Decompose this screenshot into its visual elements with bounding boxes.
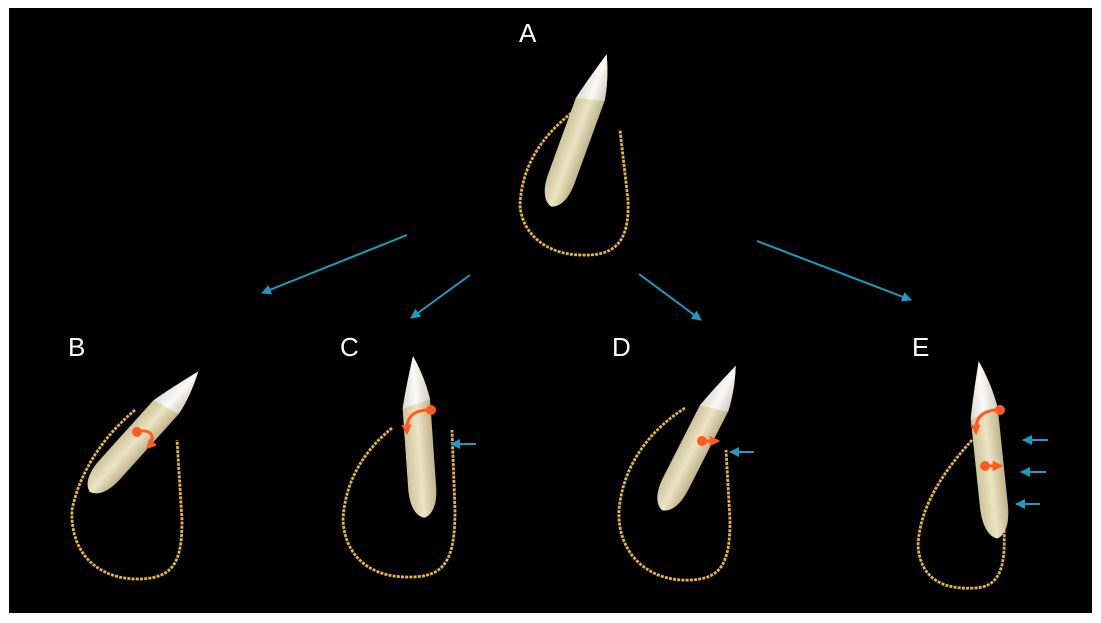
- panel-label-d: D: [612, 332, 631, 362]
- panel-label-c: C: [340, 332, 359, 362]
- panel-label-a: A: [519, 18, 537, 48]
- panel-label-b: B: [68, 332, 85, 362]
- panel-label-e: E: [912, 332, 929, 362]
- figure-background: [9, 8, 1092, 613]
